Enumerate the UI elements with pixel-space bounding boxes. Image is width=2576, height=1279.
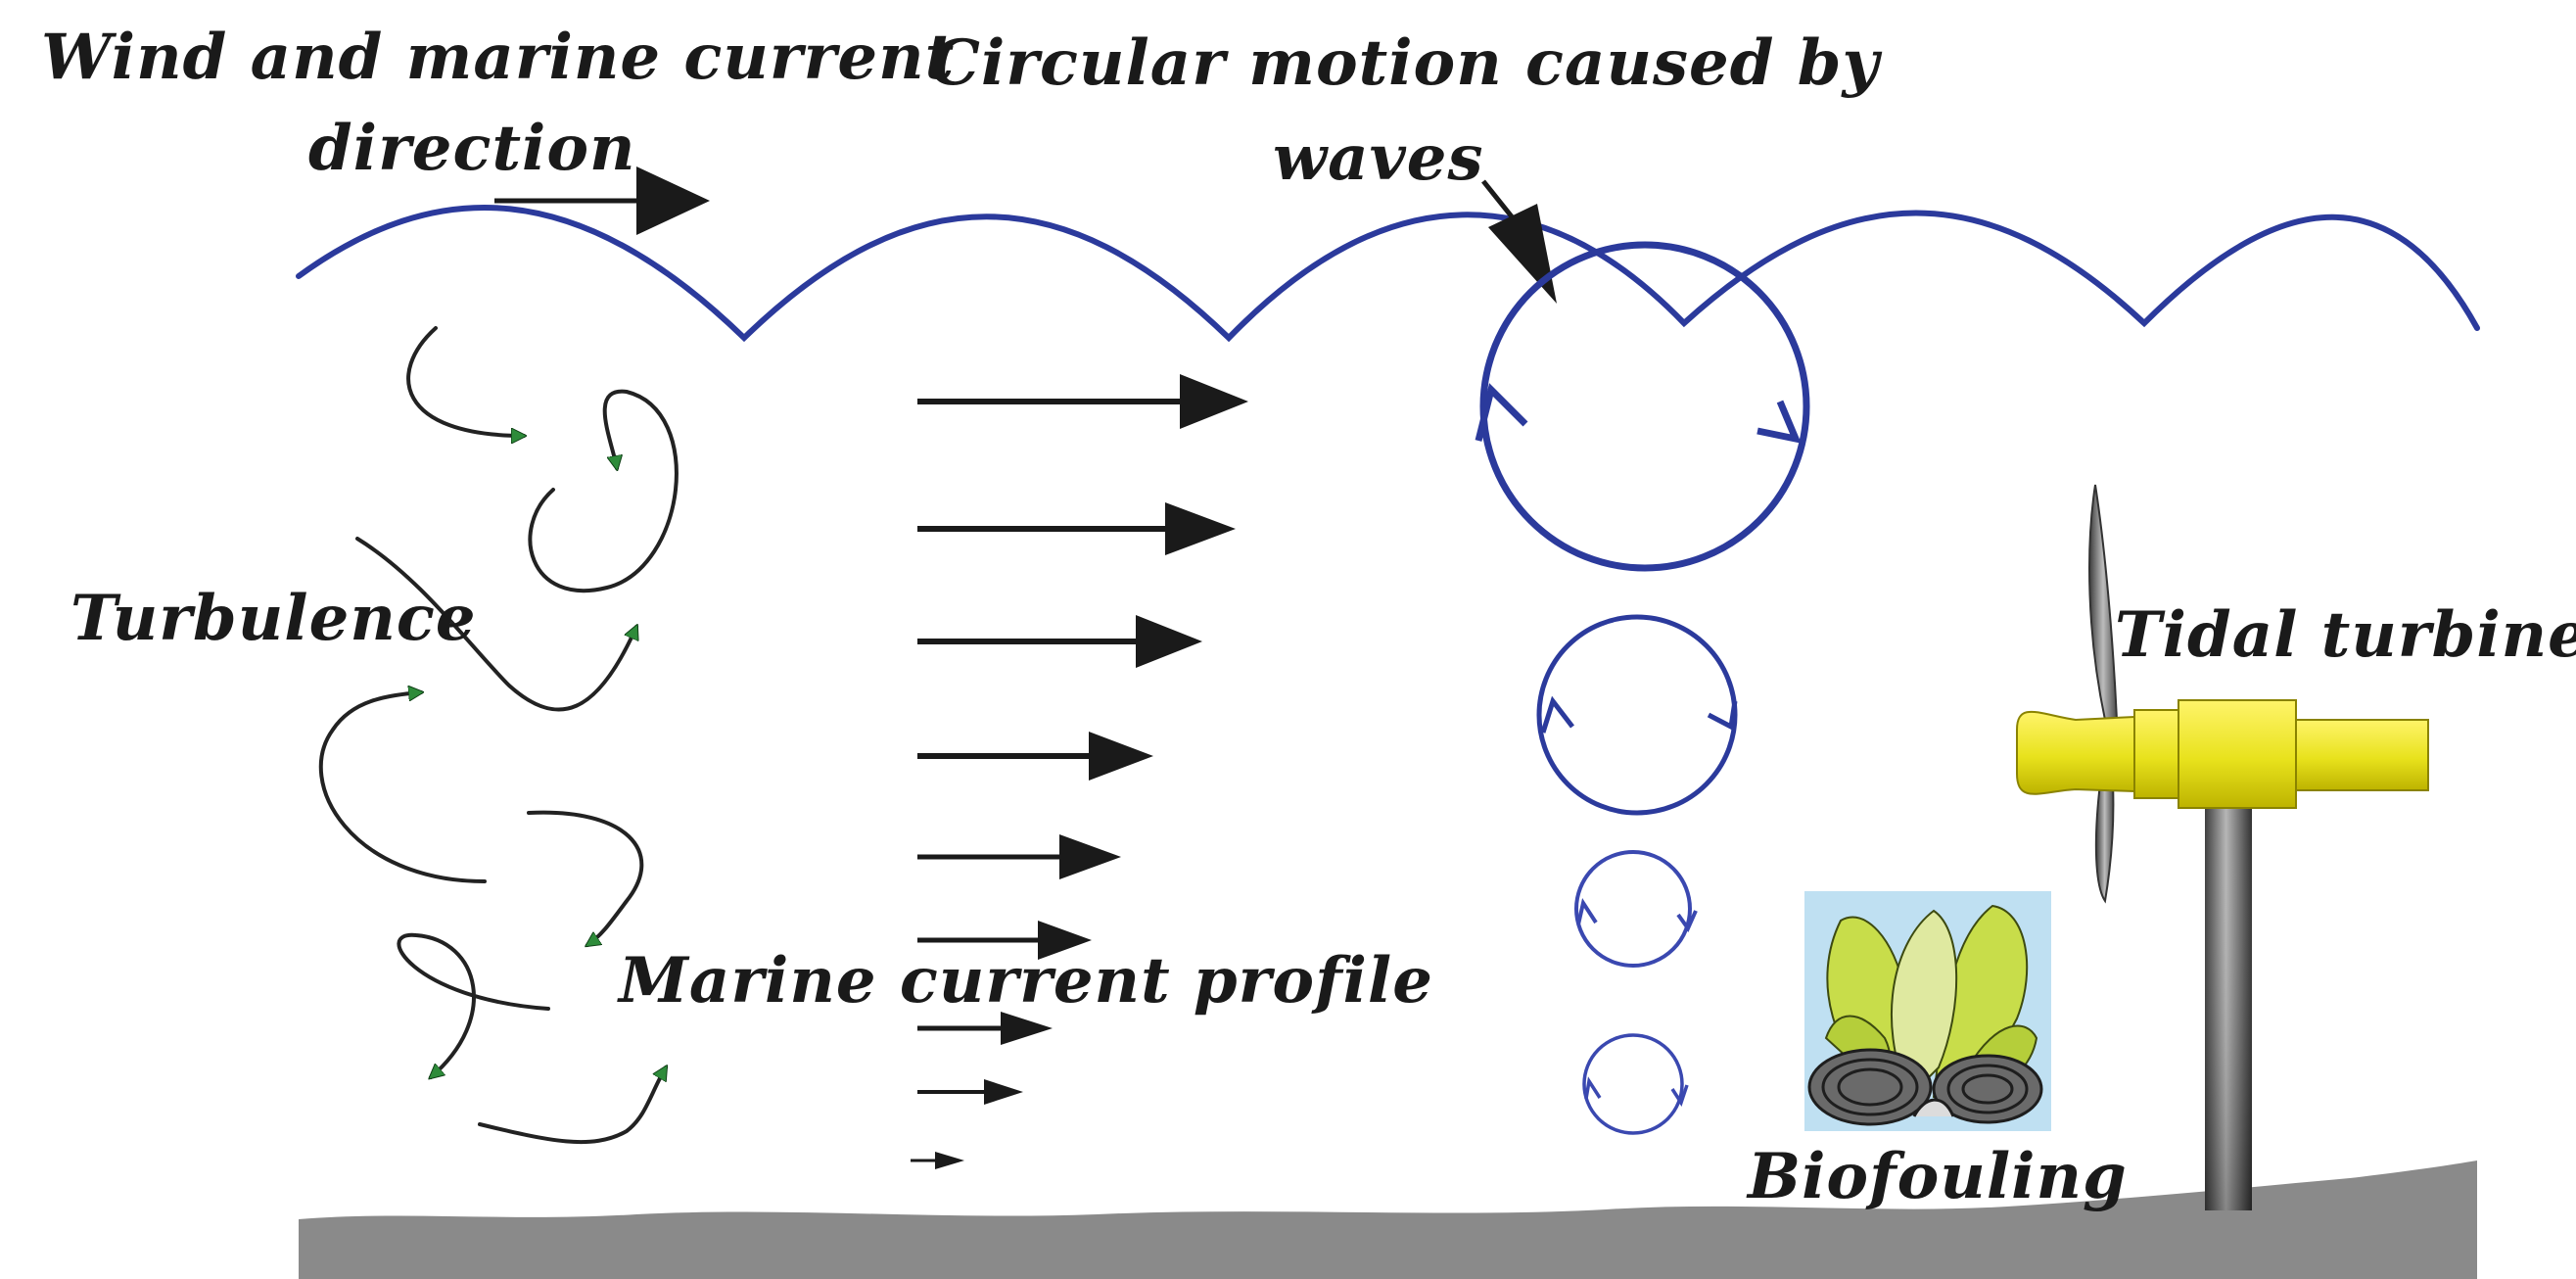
wave-orbit-small: [1574, 850, 1698, 968]
turbine-nacelle-front: [2133, 709, 2179, 799]
blade-lower: [2094, 782, 2115, 904]
turbine-nacelle-main: [2178, 699, 2297, 809]
sea-surface-wave: [296, 205, 2480, 343]
down-right-arrow-icon: [1481, 179, 1557, 304]
circular-motion-label-line1: Circular motion caused by: [930, 26, 1880, 100]
wind-current-label-line2: direction: [308, 112, 636, 185]
turbine-nacelle-rear: [2295, 719, 2429, 791]
tidal-turbine-label: Tidal turbine: [2115, 598, 2576, 672]
wave-orbit-medium: [1536, 614, 1738, 816]
right-arrow-icon: [494, 166, 710, 235]
turbulence-swirls: [318, 326, 679, 1145]
mussel-seaweed-icon: [1804, 891, 2051, 1131]
profile-arrow-2: [917, 502, 1236, 555]
current-profile-label: Marine current profile: [619, 944, 1433, 1018]
current-profile-arrows: [911, 374, 1248, 1169]
profile-arrow-7: [917, 1012, 1053, 1045]
swirl-5: [527, 810, 644, 945]
swirl-7: [478, 1067, 666, 1145]
profile-arrow-1: [917, 374, 1248, 429]
profile-arrow-8: [917, 1079, 1023, 1105]
swirl-3: [355, 537, 636, 712]
swirl-1: [406, 326, 524, 436]
profile-arrow-6: [917, 921, 1092, 960]
profile-arrow-9: [911, 1152, 964, 1169]
turbulence-label: Turbulence: [70, 582, 477, 655]
wind-current-label-line1: Wind and marine current: [41, 21, 956, 94]
profile-arrow-3: [917, 615, 1202, 668]
swirl-4: [318, 692, 487, 883]
profile-arrow-4: [917, 732, 1153, 781]
swirl-2b: [528, 389, 679, 593]
turbine-hub: [2016, 710, 2135, 795]
biofouling-label: Biofouling: [1748, 1140, 2128, 1213]
tidal-turbine-icon: [2016, 484, 2429, 1210]
seabed: [299, 1161, 2477, 1279]
swirl-6: [397, 932, 550, 1077]
profile-arrow-5: [917, 834, 1121, 879]
wave-orbit-tiny: [1582, 1033, 1689, 1135]
blade-upper: [2088, 484, 2119, 721]
circular-motion-label-line2: waves: [1273, 121, 1484, 195]
wave-orbit-large: [1475, 241, 1810, 572]
